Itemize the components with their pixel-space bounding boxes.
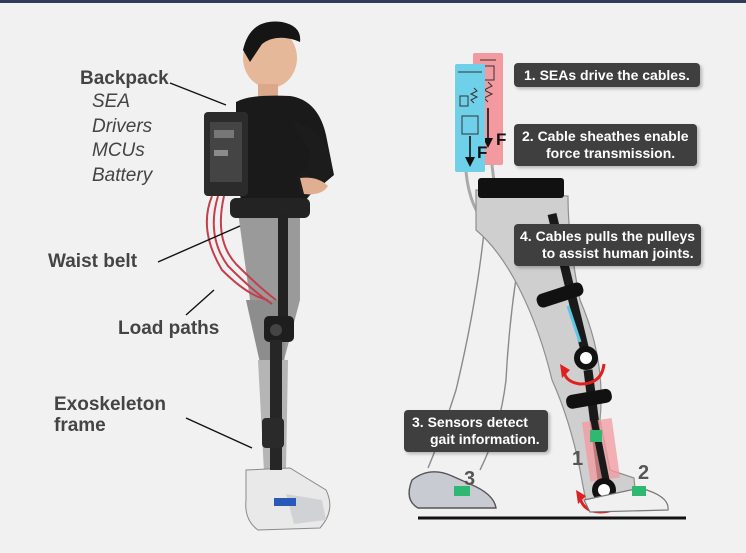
load-paths-label: Load paths <box>118 318 220 339</box>
force-label-red: F <box>496 130 507 149</box>
waist-belt-label: Waist belt <box>48 251 138 272</box>
waist-belt-shape <box>230 198 310 218</box>
callout-cable-sheathes-line1: 2. Cable sheathes enable <box>522 128 689 144</box>
back-shoe <box>408 471 497 509</box>
sea-blue-box <box>455 64 485 172</box>
sensor-number-2: 2 <box>638 462 650 484</box>
callout-sensors-line1: 3. Sensors detect <box>412 414 528 430</box>
schematic-belt <box>478 178 564 198</box>
backpack-shape <box>204 112 248 196</box>
callout-cables-pulleys: 4. Cables pulls the pulleys to assist hu… <box>514 224 702 266</box>
callout-cables-pulleys-line2: to assist human joints. <box>542 245 694 261</box>
left-leader-lines <box>157 82 253 449</box>
callout-cables-pulleys-line1: 4. Cables pulls the pulleys <box>520 228 696 244</box>
exoskeleton-frame-label: Exoskeleton frame <box>54 394 166 436</box>
top-accent-bar <box>0 0 746 3</box>
callout-cable-sheathes-line2: force transmission. <box>546 145 676 161</box>
sensor-number-1: 1 <box>572 448 584 470</box>
component-sea: SEA <box>92 91 131 112</box>
component-mcus: MCUs <box>92 140 145 161</box>
callout-sensors: 3. Sensors detect gait information. <box>404 410 548 452</box>
exoskeleton-frame-label-line1: Exoskeleton <box>54 394 166 415</box>
callout-sensors-line2: gait information. <box>430 431 540 447</box>
sensor-3-marker <box>454 486 470 496</box>
component-battery: Battery <box>92 164 153 186</box>
force-label-blue: F <box>477 143 488 162</box>
callout-seas-drive: 1. SEAs drive the cables. <box>514 63 700 87</box>
callout-cable-sheathes: 2. Cable sheathes enable force transmiss… <box>514 124 697 166</box>
backpack-components-list: SEA Drivers MCUs Battery <box>92 90 152 188</box>
component-drivers: Drivers <box>92 115 153 137</box>
sensor-number-3: 3 <box>464 468 476 490</box>
sensor-2-marker <box>632 486 646 496</box>
backpack-label: Backpack <box>80 68 169 89</box>
exoskeleton-frame-label-line2: frame <box>54 415 106 436</box>
load-path-cables <box>205 195 277 305</box>
exoskeleton-frame-shape <box>262 214 294 470</box>
